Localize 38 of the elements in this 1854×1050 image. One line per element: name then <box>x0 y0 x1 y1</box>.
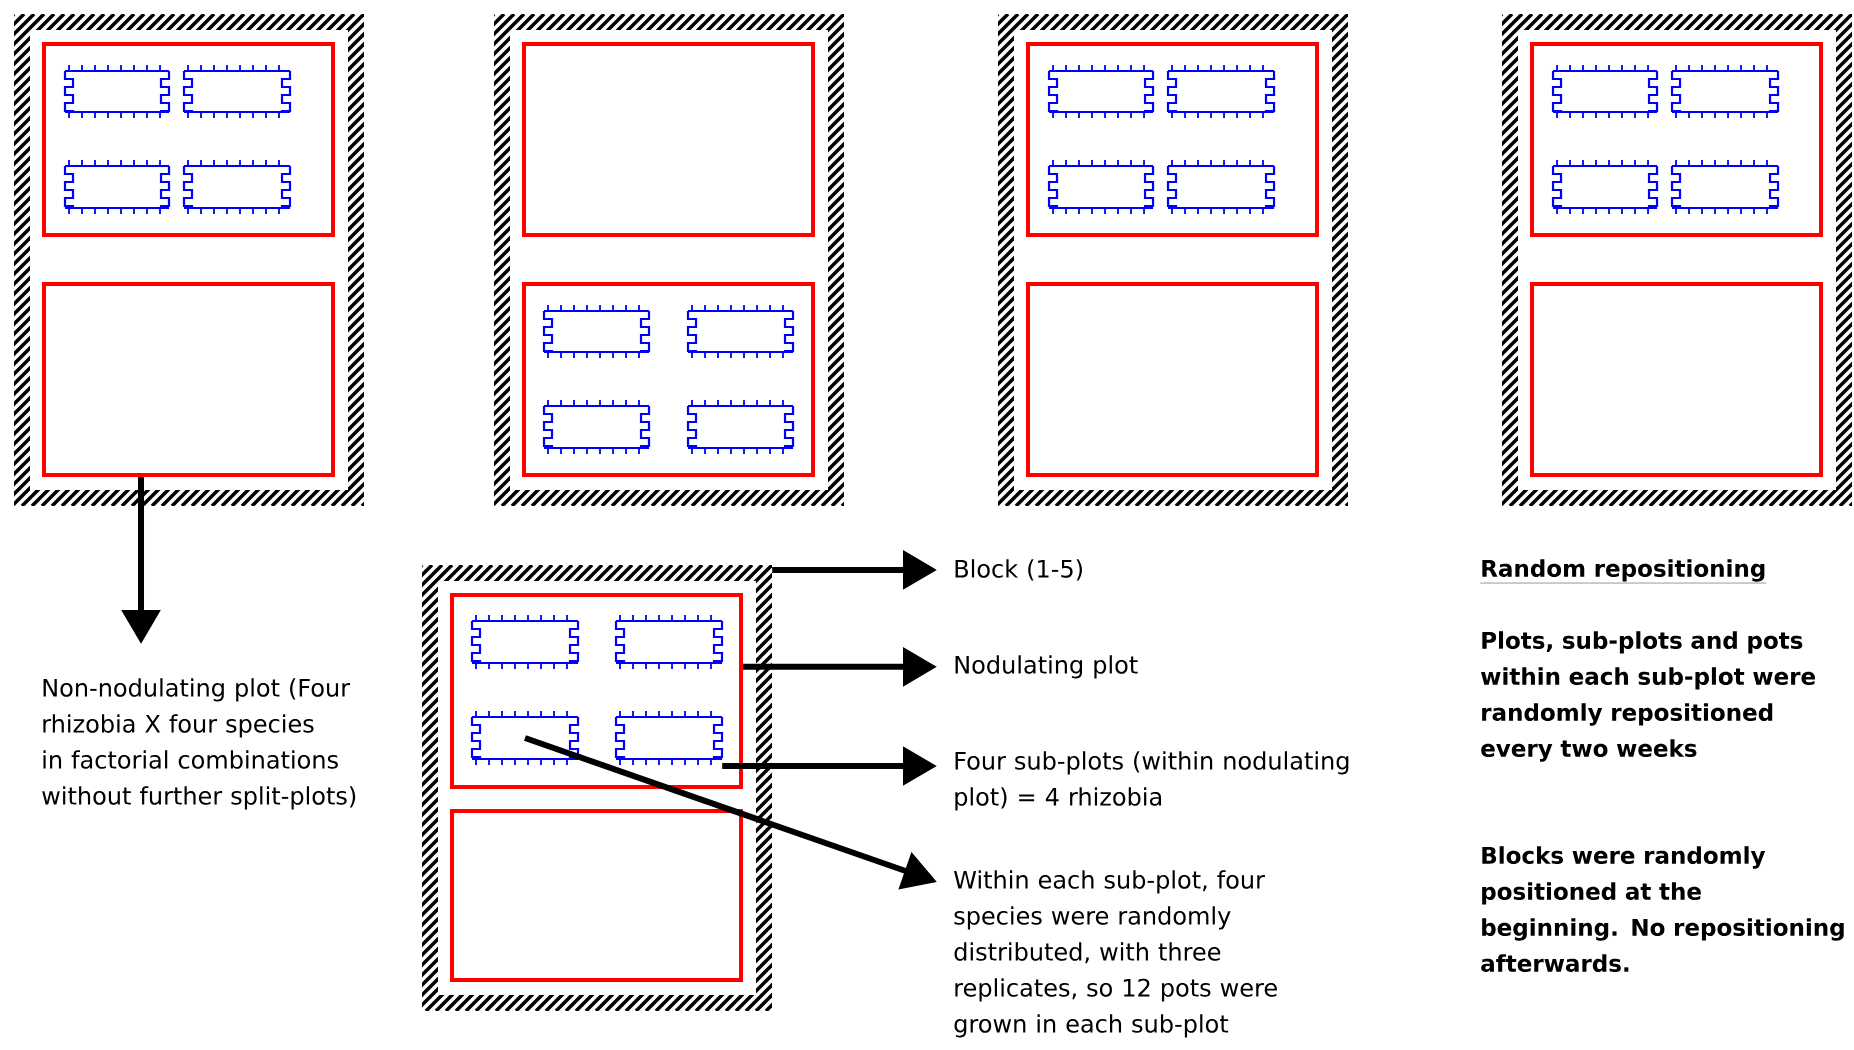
sub-plot-rectangle <box>1551 64 1659 119</box>
sub-plot-rectangle <box>1670 64 1780 119</box>
sub-plot-rectangle <box>470 710 580 766</box>
plot-rectangle <box>522 282 815 477</box>
plot-rectangle <box>1530 42 1823 237</box>
sub-plot-rectangle <box>614 614 724 670</box>
note-text: Plots, sub-plots and pots within each sub-plot were randomly repositioned every two weeks <box>1481 631 1815 762</box>
sub-plot-rectangle <box>1047 159 1155 215</box>
sub-plot-rectangle <box>686 399 795 455</box>
plot-rectangle <box>450 593 743 789</box>
plot-rectangle <box>522 42 815 237</box>
sub-plot-rectangle <box>1670 159 1780 215</box>
plot-rectangle <box>42 42 335 237</box>
plot-rectangle <box>1026 282 1319 477</box>
sub-plot-rectangle <box>1166 64 1276 119</box>
sub-plot-rectangle <box>1047 64 1155 119</box>
sub-plot-rectangle <box>470 614 580 670</box>
sub-plot-rectangle <box>63 159 171 215</box>
annotation-text: Non-nodulating plot (Four rhizobia X four species in factorial combinations without further split-plots) <box>42 678 356 810</box>
sub-plot-rectangle <box>182 64 292 119</box>
sub-plot-rectangle <box>1551 159 1659 215</box>
annotation-text: Nodulating plot <box>955 655 1138 679</box>
sub-plot-rectangle <box>1166 159 1276 215</box>
note-text: Blocks were randomly positioned at the beginning. No repositioning afterwards. <box>1481 846 1844 972</box>
sub-plot-rectangle <box>686 304 795 359</box>
sub-plot-rectangle <box>182 159 292 215</box>
sub-plot-rectangle <box>614 710 724 766</box>
heading: Random repositioning <box>1480 559 1767 584</box>
sub-plot-rectangle <box>542 304 651 359</box>
plot-rectangle <box>450 809 743 982</box>
annotation-text: Block (1-5) <box>955 559 1082 581</box>
plot-rectangle <box>1026 42 1319 237</box>
sub-plot-rectangle <box>63 64 171 119</box>
annotation-text: Four sub-plots (within nodulating plot) = 4 rhizobia <box>955 751 1349 811</box>
sub-plot-rectangle <box>542 399 651 455</box>
plot-rectangle <box>42 282 335 477</box>
annotation-text: Within each sub-plot, four species were randomly distributed, with three replicates, so 12 pots were grown in each sub-plot <box>954 870 1277 1038</box>
plot-rectangle <box>1530 282 1823 477</box>
